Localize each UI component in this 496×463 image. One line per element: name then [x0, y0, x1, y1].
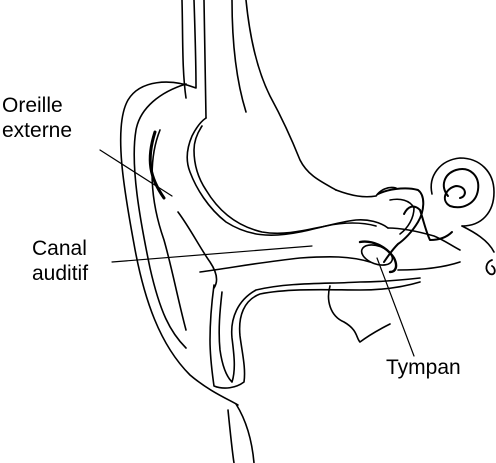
label-canal-line1: Canal [32, 236, 88, 261]
head-line-4 [232, 0, 246, 112]
helix-inner-fold [152, 130, 186, 330]
middle-ear-lines [388, 228, 460, 250]
canal-floor-2 [200, 257, 370, 272]
middle-ear-floor [398, 262, 460, 270]
label-canal-auditif: Canal auditif [32, 236, 88, 286]
canal-floor [178, 212, 217, 288]
jaw-line-2 [236, 404, 254, 463]
label-tympan: Tympan [386, 355, 461, 380]
middle-ear-top [336, 187, 396, 196]
neck-line [228, 410, 234, 463]
label-oreille-line1: Oreille [2, 93, 72, 118]
canal-upper-wall-outer [187, 118, 388, 235]
vestibule-spiral [486, 260, 494, 274]
semicircular-canal [462, 226, 494, 252]
helix-rim [134, 84, 186, 348]
head-line-3 [246, 0, 336, 190]
label-oreille-line2: externe [2, 118, 72, 143]
head-line-2 [204, 0, 206, 118]
leader-tympan [377, 258, 414, 356]
cochlea-spiral [444, 169, 478, 207]
jaw-outline [329, 286, 390, 342]
label-canal-line2: auditif [32, 261, 88, 286]
label-tympan-text: Tympan [386, 355, 461, 380]
label-oreille-externe: Oreille externe [2, 93, 72, 143]
